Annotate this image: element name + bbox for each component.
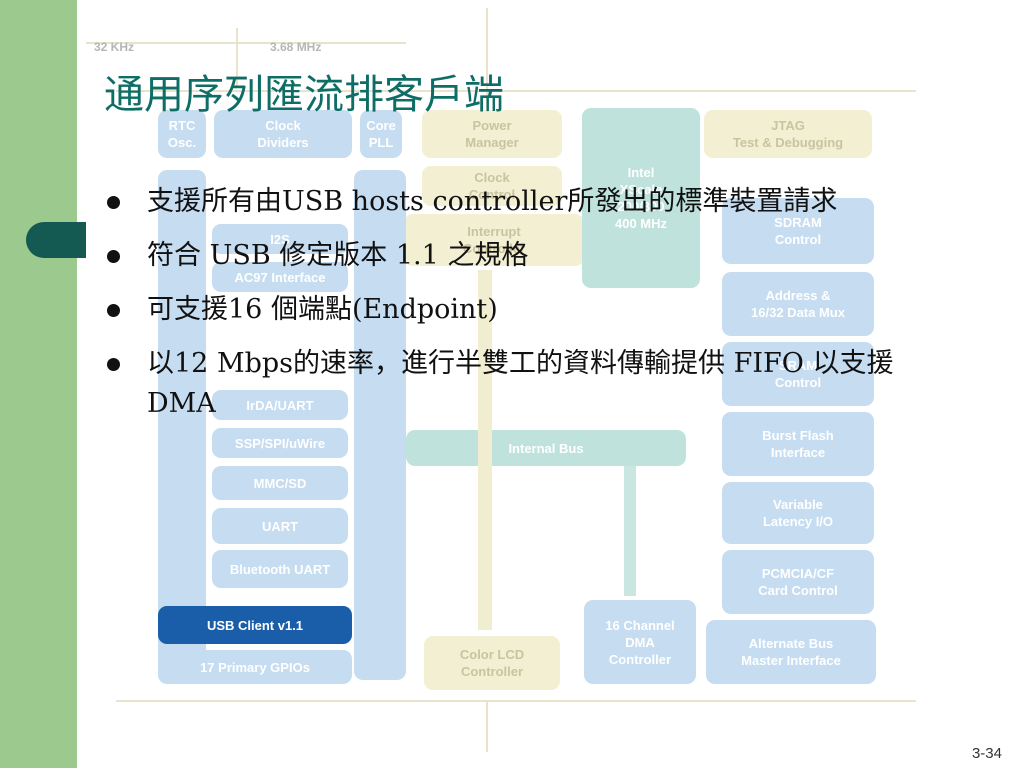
color-lcd-block: Color LCD Controller — [424, 636, 560, 690]
bullet-item: 符合 USB 修定版本 1.1 之規格 — [105, 236, 895, 276]
i2s-block: I2S — [212, 224, 348, 254]
ac97-block: AC97 Interface — [212, 262, 348, 292]
sidebar-tab — [26, 222, 86, 258]
page-number: 3-34 — [971, 745, 1002, 762]
sdram-control-block: SDRAM Control — [722, 198, 874, 264]
ssp-block: SSP/SPI/uWire — [212, 428, 348, 458]
clock-dividers-block: Clock Dividers — [214, 110, 352, 158]
clock-header-32khz: 32 KHz — [94, 40, 135, 54]
gpio-block: 17 Primary GPIOs — [158, 650, 352, 684]
background-block-diagram: 32 KHz 3.68 MHz RTC Osc. Clock Dividers … — [86, 0, 1024, 768]
bullet-text: 以12 Mbps的速率，進行半雙工的資料傳輸提供 FIFO 以支援 DMA — [147, 348, 894, 419]
diagram-line — [116, 90, 916, 92]
bullet-text: 可支援16 個端點(Endpoint) — [147, 294, 498, 325]
power-manager-block: Power Manager — [422, 110, 562, 158]
bullet-item: 可支援16 個端點(Endpoint) — [105, 290, 895, 330]
rtc-osc-block: RTC Osc. — [158, 110, 206, 158]
bullet-item: 以12 Mbps的速率，進行半雙工的資料傳輸提供 FIFO 以支援 DMA — [105, 344, 895, 424]
bullet-text: 支援所有由USB hosts controller所發出的標準裝置請求 — [147, 186, 838, 217]
core-pll-block: Core PLL — [360, 110, 402, 158]
burst-flash-block: Burst Flash Interface — [722, 412, 874, 476]
bullet-icon — [107, 304, 120, 317]
address-mux-block: Address & 16/32 Data Mux — [722, 272, 874, 336]
xscale-core-block: Intel XScale 200/300 400 MHz — [582, 108, 700, 288]
bullet-icon — [107, 196, 120, 209]
sram-control-block: SRAM Control — [722, 342, 874, 406]
bluetooth-uart-block: Bluetooth UART — [212, 550, 348, 588]
bullet-item: 支援所有由USB hosts controller所發出的標準裝置請求 — [105, 182, 895, 222]
mmc-sd-block: MMC/SD — [212, 466, 348, 500]
bullet-list: 支援所有由USB hosts controller所發出的標準裝置請求 符合 U… — [105, 182, 895, 438]
system-bus-column — [354, 170, 406, 680]
alternate-bus-block: Alternate Bus Master Interface — [706, 620, 876, 684]
uart-block: UART — [212, 508, 348, 544]
diagram-line — [486, 700, 488, 752]
irda-block: IrDA/UART — [212, 390, 348, 420]
lcd-bus-line — [478, 270, 492, 630]
bullet-icon — [107, 358, 120, 371]
interrupt-controller-block: Interrupt Controller — [404, 214, 584, 266]
internal-bus-arrow: Internal Bus — [406, 430, 686, 466]
clock-control-block: Clock Control — [422, 166, 562, 206]
bullet-icon — [107, 250, 120, 263]
dma-controller-block: 16 Channel DMA Controller — [584, 600, 696, 684]
diagram-line — [486, 8, 488, 108]
diagram-line — [86, 42, 406, 44]
jtag-block: JTAG Test & Debugging — [704, 110, 872, 158]
usb-client-block: USB Client v1.1 — [158, 606, 352, 644]
diagram-line — [116, 700, 916, 702]
clock-header-368mhz: 3.68 MHz — [270, 40, 322, 54]
peripheral-bus-column — [158, 170, 206, 680]
variable-latency-block: Variable Latency I/O — [722, 482, 874, 544]
diagram-line — [236, 28, 238, 88]
dma-bus-line — [624, 466, 636, 596]
slide-title: 通用序列匯流排客戶端 — [104, 72, 504, 118]
pcmcia-block: PCMCIA/CF Card Control — [722, 550, 874, 614]
slide-sidebar — [0, 0, 77, 768]
bullet-text: 符合 USB 修定版本 1.1 之規格 — [147, 240, 529, 271]
